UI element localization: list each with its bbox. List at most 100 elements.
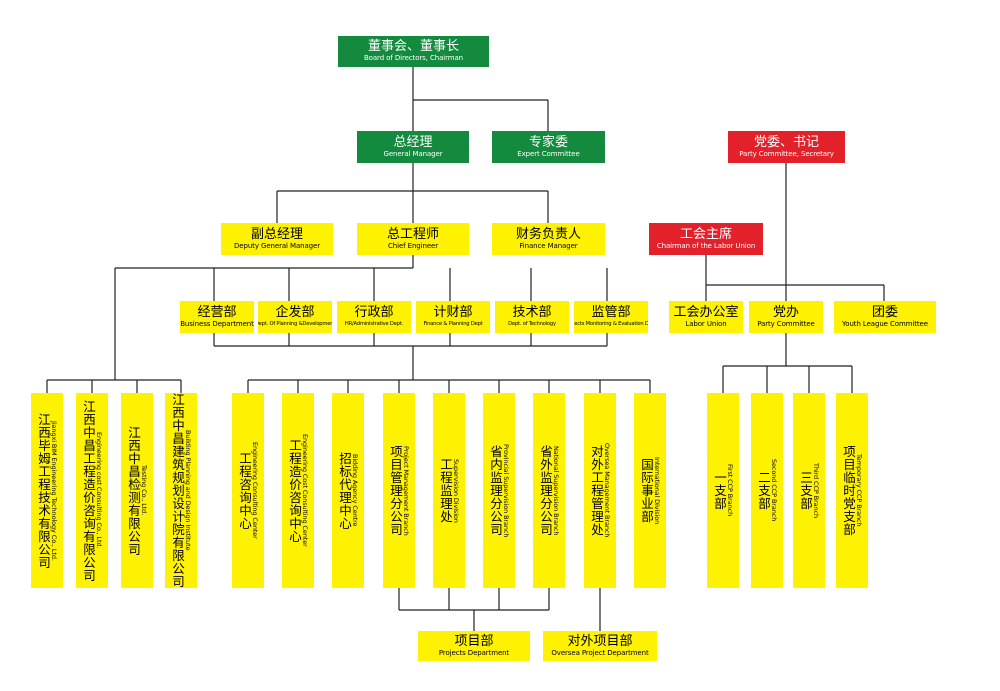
- oversea-project-department-label-en: Oversea Project Department: [551, 648, 649, 657]
- party-committee-box[interactable]: 党委、书记 Party Committee, Secretary: [728, 131, 845, 163]
- center-box[interactable]: 工程咨询中心 Engineering Consulting Center: [232, 393, 264, 588]
- department-box[interactable]: 监管部 Projects Monitoring & Evaluation Dep…: [574, 301, 648, 333]
- connector: [722, 333, 853, 393]
- department-label-en: Business Department: [180, 319, 254, 328]
- center-label-en: International Division: [653, 456, 661, 525]
- center-label-en: Provincial Supervision Branch: [502, 443, 510, 538]
- center-label: 项目管理分公司: [388, 445, 403, 536]
- general-manager-box[interactable]: 总经理 General Manager: [357, 131, 469, 163]
- center-box[interactable]: 省内监理分公司 Provincial Supervision Branch: [483, 393, 515, 588]
- department-label-en: Projects Monitoring & Evaluation Dept: [574, 320, 648, 327]
- center-box[interactable]: 工程造价咨询中心 Engineering Cost Consulting Cen…: [282, 393, 314, 588]
- ccp-branch-label-en: Third CCP Branch: [812, 462, 820, 519]
- department-label-en: Dept. Of Planning &Development: [258, 320, 332, 327]
- subsidiary-label: 江西中昌检测有限公司: [126, 425, 141, 556]
- department-box[interactable]: 经营部 Business Department: [180, 301, 254, 333]
- finance-manager-label-en: Finance Manager: [519, 241, 578, 250]
- center-box[interactable]: 工程监理处 Supervision Division: [433, 393, 465, 588]
- ccp-branch-label: 项目临时党支部: [841, 445, 856, 536]
- subsidiary-box[interactable]: 江西中昌工程造价咨询有限公司 Engineering cost Consulti…: [76, 393, 108, 588]
- connector: [46, 379, 182, 393]
- ccp-branch-label-en: Temporary CCP Branch: [855, 454, 863, 527]
- labor-union-chair-label-en: Chairman of the Labor Union: [656, 241, 756, 250]
- board-box[interactable]: 董事会、董事长 Board of Directors, Chairman: [338, 36, 489, 67]
- labor-union-office-label-en: Labor Union: [685, 319, 727, 328]
- department-label: 行政部: [354, 304, 394, 320]
- center-box[interactable]: 项目管理分公司 Project Management Branch: [383, 393, 415, 588]
- projects-department-box[interactable]: 项目部 Projects Department: [418, 631, 530, 661]
- deputy-gm-label: 副总经理: [250, 226, 303, 242]
- center-label-en: Oversea Management Branch: [603, 443, 611, 538]
- center-label: 招标代理中心: [337, 451, 352, 530]
- center-box[interactable]: 省外监理分公司 National Supervision Branch: [533, 393, 565, 588]
- chief-engineer-label-en: Chief Engineer: [387, 241, 439, 250]
- connector: [213, 333, 608, 380]
- connector: [398, 588, 550, 631]
- center-label: 工程监理处: [438, 458, 453, 523]
- oversea-project-department-box[interactable]: 对外项目部 Oversea Project Department: [543, 631, 657, 661]
- youth-league-box[interactable]: 团委 Youth League Committee: [834, 301, 936, 333]
- department-box[interactable]: 行政部 HR/Administrative Dept.: [337, 301, 411, 333]
- subsidiary-label-en: Jiangxi BIM Engineering Technology Co., …: [50, 420, 58, 561]
- labor-union-chair-box[interactable]: 工会主席 Chairman of the Labor Union: [649, 223, 763, 255]
- finance-manager-box[interactable]: 财务负责人 Finance Manager: [492, 223, 605, 255]
- board-label-en: Board of Directors, Chairman: [363, 54, 464, 62]
- deputy-gm-box[interactable]: 副总经理 Deputy General Manager: [221, 223, 333, 255]
- youth-league-label: 团委: [871, 304, 898, 320]
- department-box[interactable]: 企发部 Dept. Of Planning &Development: [258, 301, 332, 333]
- center-box[interactable]: 国际事业部 International Division: [634, 393, 666, 588]
- ccp-branch-box[interactable]: 一支部 First CCP Branch: [707, 393, 739, 588]
- center-box[interactable]: 招标代理中心 Bidding Agency Centre: [332, 393, 364, 588]
- labor-union-office-box[interactable]: 工会办公室 Labor Union: [669, 301, 743, 333]
- party-office-label: 党办: [772, 304, 799, 320]
- subsidiary-label-en: Building Planning and Design Institute: [184, 430, 192, 551]
- subsidiary-label-en: Testing Co., Ltd.: [140, 465, 148, 516]
- subsidiary-box[interactable]: 江西毕姆工程技术有限公司 Jiangxi BIM Engineering Tec…: [31, 393, 63, 588]
- general-manager-label-en: General Manager: [383, 149, 443, 158]
- ccp-branch-box[interactable]: 项目临时党支部 Temporary CCP Branch: [836, 393, 868, 588]
- department-label-en: Finance & Planning Dept: [423, 320, 483, 327]
- party-committee-label-en: Party Committee, Secretary: [739, 149, 834, 158]
- expert-committee-label: 专家委: [528, 134, 568, 150]
- connector: [412, 67, 549, 131]
- connector: [276, 163, 549, 223]
- ccp-branch-label: 一支部: [712, 471, 727, 510]
- subsidiary-box[interactable]: 江西中昌建筑规划设计院有限公司 Building Planning and De…: [165, 393, 197, 588]
- center-label: 国际事业部: [639, 458, 654, 523]
- deputy-gm-label-en: Deputy General Manager: [234, 241, 320, 250]
- labor-union-chair-label: 工会主席: [679, 226, 732, 242]
- subsidiary-label: 江西中昌工程造价咨询有限公司: [81, 399, 96, 582]
- department-label: 计财部: [433, 304, 473, 320]
- ccp-branch-box[interactable]: 二支部 Second CCP Branch: [751, 393, 783, 588]
- connector: [114, 255, 414, 380]
- expert-committee-box[interactable]: 专家委 Expert Committee: [492, 131, 605, 163]
- projects-department-label-en: Projects Department: [438, 648, 510, 657]
- general-manager-label: 总经理: [393, 134, 433, 150]
- party-office-box[interactable]: 党办 Party Committee: [749, 301, 823, 333]
- chief-engineer-label: 总工程师: [386, 226, 439, 242]
- ccp-branch-label: 三支部: [798, 471, 813, 510]
- oversea-project-department-label: 对外项目部: [567, 633, 633, 649]
- center-label: 省外监理分公司: [538, 445, 553, 536]
- connector: [705, 163, 885, 301]
- finance-manager-label: 财务负责人: [515, 226, 581, 242]
- department-label: 监管部: [591, 304, 631, 320]
- department-box[interactable]: 技术部 Dept. of Technology: [495, 301, 569, 333]
- center-label-en: Supervision Division: [452, 458, 460, 523]
- chief-engineer-box[interactable]: 总工程师 Chief Engineer: [357, 223, 469, 255]
- center-label-en: National Supervision Branch: [552, 445, 560, 536]
- ccp-branch-box[interactable]: 三支部 Third CCP Branch: [793, 393, 825, 588]
- expert-committee-label-en: Expert Committee: [517, 149, 580, 158]
- center-box[interactable]: 对外工程管理处 Oversea Management Branch: [584, 393, 616, 588]
- youth-league-label-en: Youth League Committee: [842, 319, 928, 328]
- subsidiary-box[interactable]: 江西中昌检测有限公司 Testing Co., Ltd.: [121, 393, 153, 588]
- ccp-branch-label: 二支部: [756, 471, 771, 510]
- department-label: 企发部: [275, 304, 315, 320]
- projects-department-label: 项目部: [454, 633, 494, 649]
- department-box[interactable]: 计财部 Finance & Planning Dept: [416, 301, 490, 333]
- department-label: 经营部: [197, 304, 237, 320]
- center-label: 工程咨询中心: [237, 451, 252, 530]
- subsidiary-label-en: Engineering cost Consulting Co., Ltd.: [95, 432, 103, 549]
